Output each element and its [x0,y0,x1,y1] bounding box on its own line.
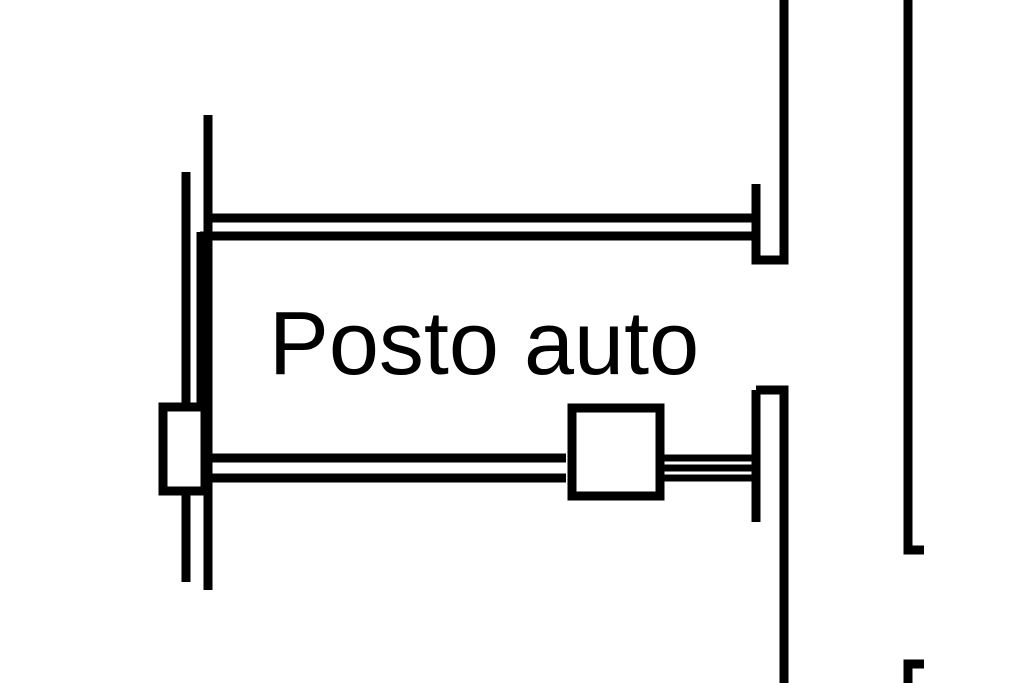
right-wall [751,0,789,683]
left-wall [181,115,213,590]
bottom-wall [200,453,756,483]
bottom-column [567,403,665,501]
top-wall [200,184,761,241]
left-column [158,402,210,496]
far-right-wall [903,0,924,683]
room-label: Posto auto [269,294,699,394]
